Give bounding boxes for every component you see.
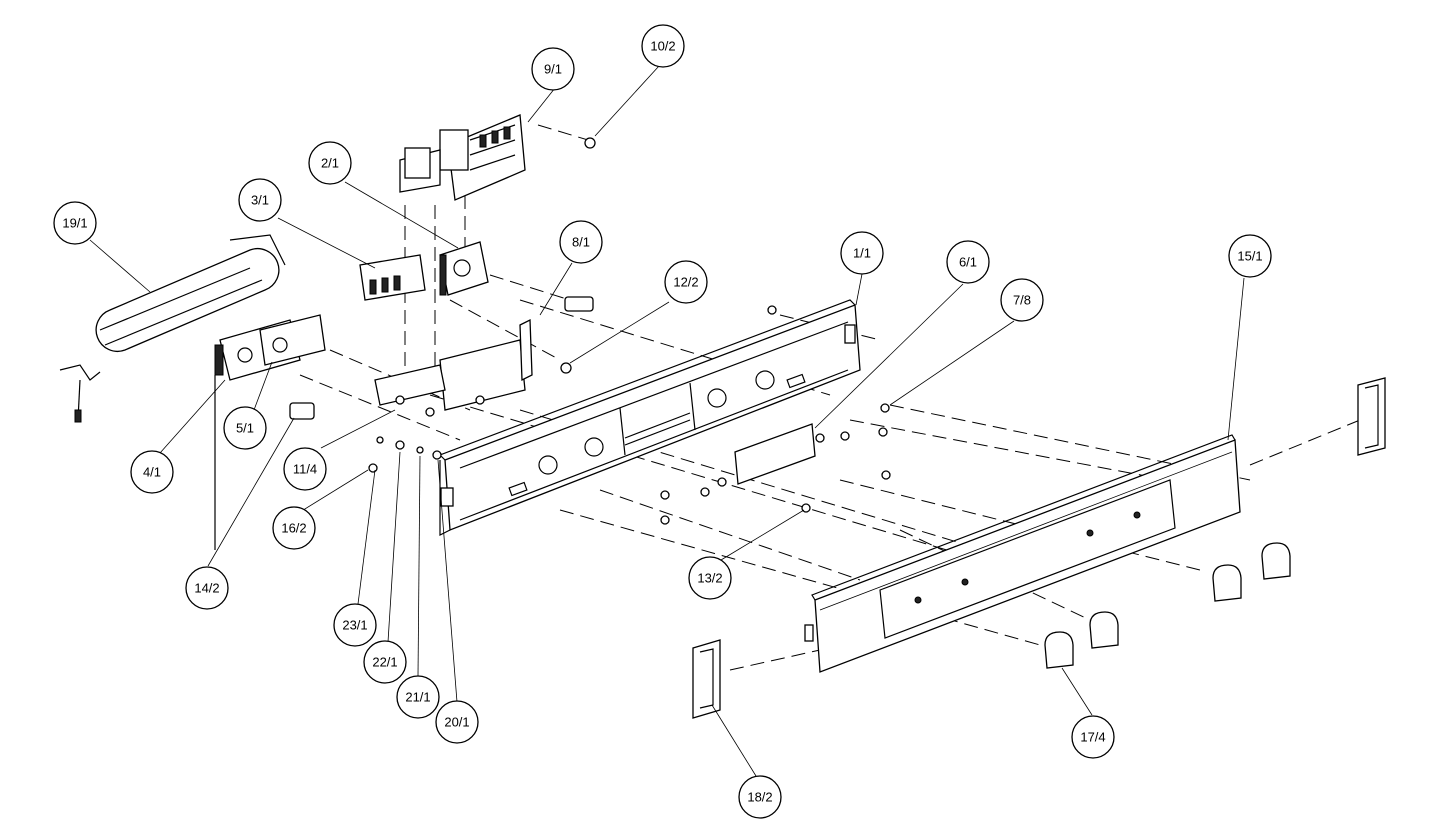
callout-20: 20/1 (435, 700, 479, 744)
callout-circle (53, 201, 97, 245)
callout-text: 1/1 (853, 246, 871, 261)
callout-text: 9/1 (544, 62, 562, 77)
callout-23: 23/1 (333, 603, 377, 647)
callout-circle (1228, 234, 1272, 278)
end-caps (692, 377, 1386, 719)
callout-text: 18/2 (747, 790, 772, 805)
callout-text: 23/1 (342, 618, 367, 633)
callout-15: 15/1 (1228, 234, 1272, 278)
callout-circle (130, 450, 174, 494)
callout-circle (308, 141, 352, 185)
small-switch (289, 402, 315, 420)
callout-21: 21/1 (396, 675, 440, 719)
callout-text: 12/2 (673, 275, 698, 290)
callout-11: 11/4 (283, 447, 327, 491)
callout-text: 2/1 (321, 156, 339, 171)
callout-circle (185, 566, 229, 610)
callout-text: 21/1 (405, 690, 430, 705)
callout-text: 22/1 (372, 655, 397, 670)
callout-circle (531, 47, 575, 91)
callout-5: 5/1 (223, 406, 267, 450)
callout-circle (333, 603, 377, 647)
callout-6: 6/1 (946, 240, 990, 284)
callout-circle (1071, 715, 1115, 759)
callout-circle (559, 220, 603, 264)
callout-text: 20/1 (444, 715, 469, 730)
callout-circle (664, 260, 708, 304)
callout-1: 1/1 (840, 231, 884, 275)
callout-text: 16/2 (281, 521, 306, 536)
callout-circle (283, 447, 327, 491)
fasteners (368, 137, 891, 525)
callout-13: 13/2 (688, 556, 732, 600)
callout-text: 5/1 (236, 421, 254, 436)
callout-circle (688, 556, 732, 600)
callout-text: 6/1 (959, 255, 977, 270)
callout-17: 17/4 (1071, 715, 1115, 759)
callout-14: 14/2 (185, 566, 229, 610)
control-knobs (1044, 542, 1291, 669)
mounting-bracket (374, 296, 594, 411)
callout-circle (435, 700, 479, 744)
callout-text: 3/1 (251, 193, 269, 208)
callout-18: 18/2 (738, 775, 782, 819)
callout-2: 2/1 (308, 141, 352, 185)
callout-7: 7/8 (1000, 278, 1044, 322)
leader-lines (89, 65, 1245, 777)
front-panel-trim (804, 434, 1241, 673)
callout-16: 16/2 (272, 506, 316, 550)
callout-9: 9/1 (531, 47, 575, 91)
callout-text: 11/4 (293, 462, 317, 477)
callout-text: 15/1 (1237, 249, 1262, 264)
callout-10: 10/2 (641, 24, 685, 68)
heating-element (59, 234, 286, 423)
callout-12: 12/2 (664, 260, 708, 304)
control-panel-bracket (438, 299, 861, 536)
callout-circle (946, 240, 990, 284)
callout-circle (223, 406, 267, 450)
callout-22: 22/1 (363, 640, 407, 684)
callout-text: 19/1 (62, 216, 87, 231)
callout-4: 4/1 (130, 450, 174, 494)
callout-circle (1000, 278, 1044, 322)
terminal-block (359, 254, 426, 301)
label-plate (734, 423, 816, 485)
callout-circle (363, 640, 407, 684)
callout-8: 8/1 (559, 220, 603, 264)
callout-text: 7/8 (1013, 293, 1031, 308)
callout-19: 19/1 (53, 201, 97, 245)
callout-labels: 1/1 2/1 3/1 4/1 5/1 6/1 7/8 8/1 9/1 10/2 11/4 12/2 1… (53, 24, 1272, 819)
callout-3: 3/1 (238, 178, 282, 222)
thermostat-assembly (214, 314, 326, 550)
rotary-switch (439, 241, 489, 296)
callout-text: 17/4 (1080, 730, 1105, 745)
callout-circle (272, 506, 316, 550)
callout-text: 14/2 (194, 581, 219, 596)
callout-text: 8/1 (572, 235, 590, 250)
callout-circle (840, 231, 884, 275)
circuit-board (399, 114, 526, 201)
callout-circle (641, 24, 685, 68)
callout-text: 4/1 (143, 465, 161, 480)
callout-circle (396, 675, 440, 719)
callout-text: 13/2 (697, 571, 722, 586)
callout-circle (238, 178, 282, 222)
callout-circle (738, 775, 782, 819)
callout-text: 10/2 (650, 39, 675, 54)
